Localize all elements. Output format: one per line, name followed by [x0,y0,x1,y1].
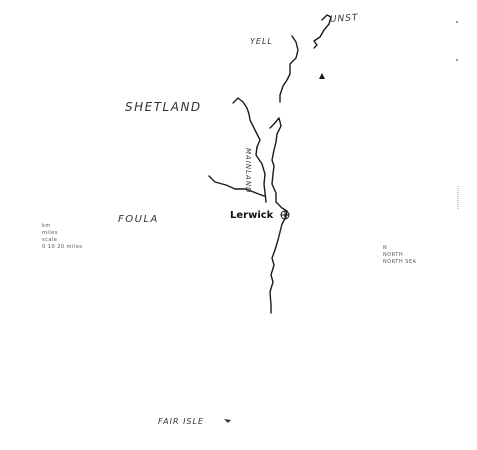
legend-line: scale [42,237,58,243]
legend-line: N [383,245,388,251]
west-mainland-coastline [208,175,265,197]
legend-scale-block: km miles scale 0 10 20 miles [42,224,83,252]
circled-cross-icon [280,210,290,220]
legend-line: miles [42,230,58,236]
legend-north-block: N NORTH NORTH SEA [383,246,416,267]
legend-line: km [42,223,51,229]
label-foula: FOULA [118,214,159,225]
legend-line: 0 10 20 miles [42,244,83,250]
yell-coastline [279,35,299,103]
legend-line: NORTH [383,252,404,258]
northmavine-coastline [232,97,261,148]
mainland-east-coastline [269,117,288,314]
label-mainland: MAINLAND [244,148,252,194]
mainland-west-coastline [255,146,267,203]
unst-coastline [313,14,332,49]
label-lerwick: Lerwick [230,210,274,221]
label-yell: YELL [250,37,273,46]
label-shetland: SHETLAND [125,100,202,114]
skerry-marker-icon [319,73,325,79]
fair-isle-marker-icon [224,419,231,423]
legend-line: NORTH SEA [383,259,417,265]
islet-dot-icon [456,21,458,23]
label-fair-isle: FAIR ISLE [158,417,205,426]
islet-dot-icon [456,59,458,61]
